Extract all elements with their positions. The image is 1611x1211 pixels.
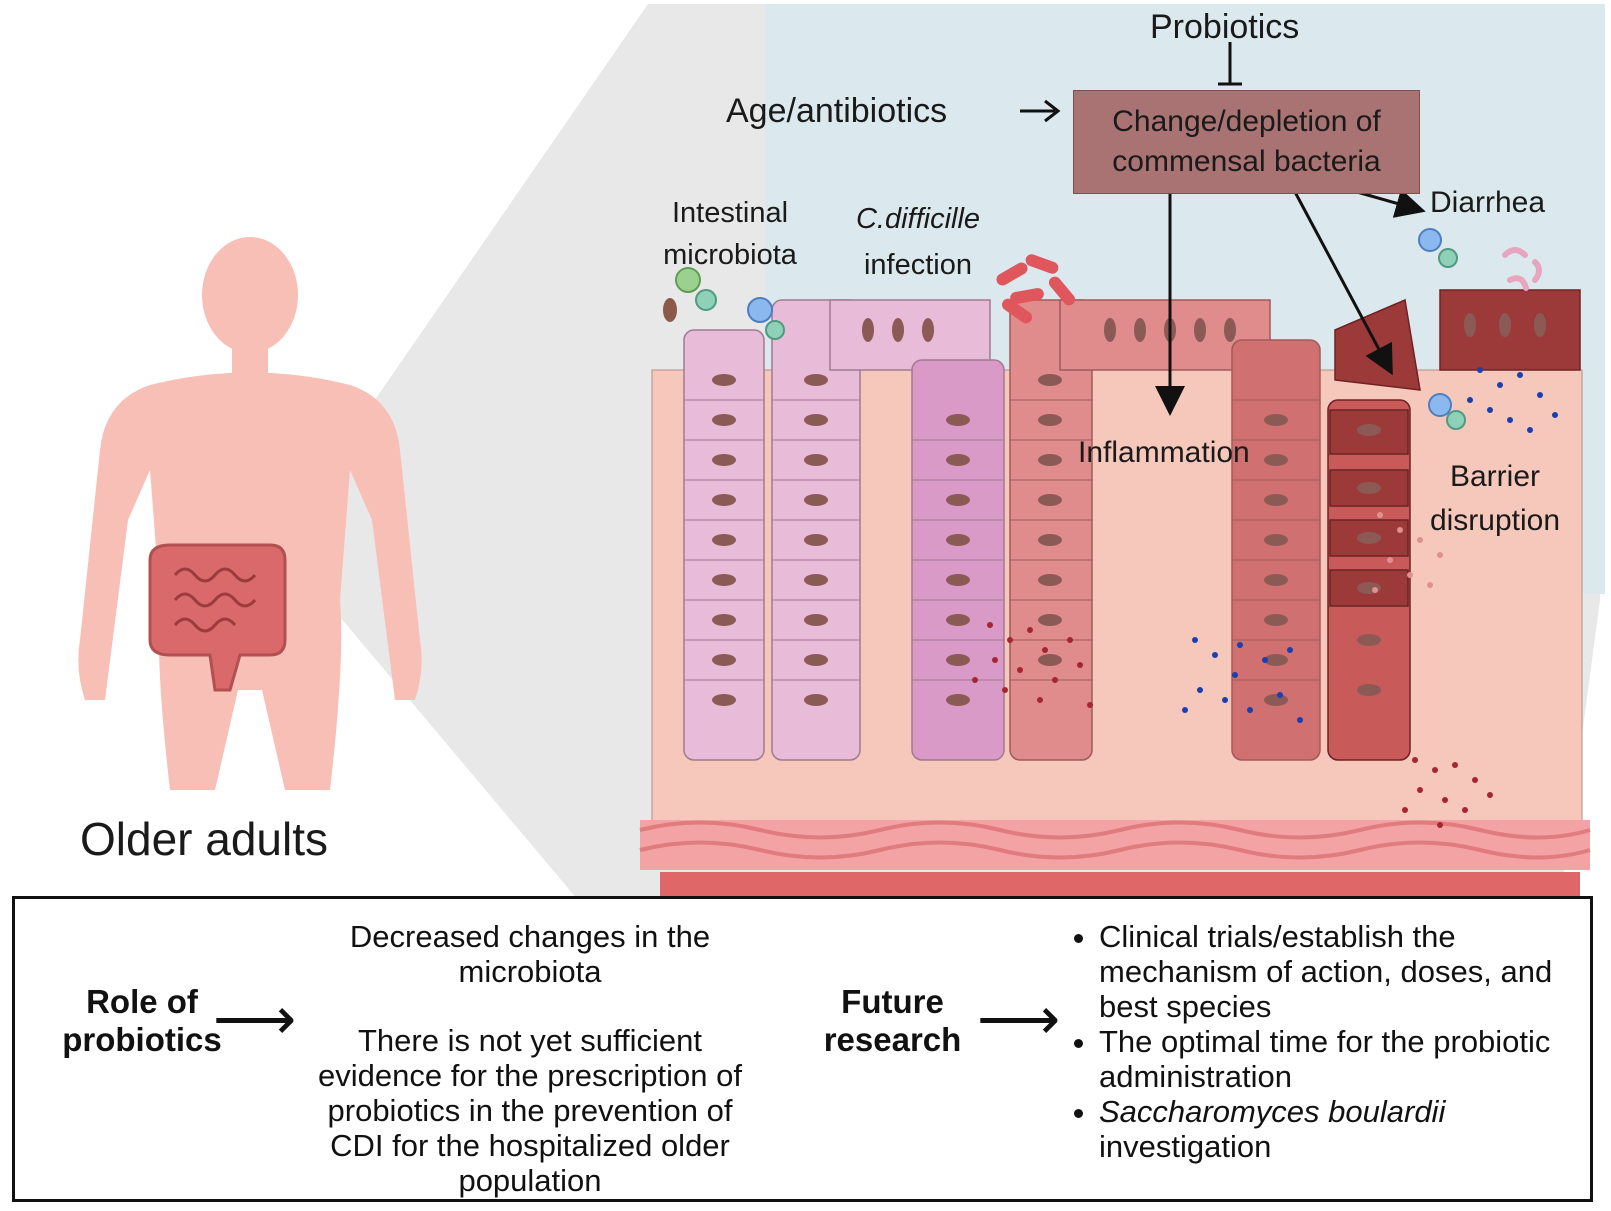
inhibition-arrow-icon bbox=[1218, 42, 1242, 86]
future-arrow-icon: ⟶ bbox=[977, 987, 1061, 1052]
role-points: Decreased changes in the microbiota Ther… bbox=[300, 919, 760, 1198]
future-item-1: Clinical trials/establish the mechanism … bbox=[1099, 919, 1593, 1024]
barrier-line2: disruption bbox=[1429, 503, 1561, 537]
cdifficile-infection-label: C.difficille infection bbox=[838, 196, 998, 289]
cdifficile-line2: infection bbox=[863, 249, 972, 282]
role-of-probiotics-title: Role of probiotics bbox=[47, 983, 237, 1059]
future-research-title: Future research bbox=[805, 983, 980, 1059]
change-box-line1: Change/depletion of bbox=[1112, 104, 1381, 138]
cdifficile-bacteria-icon bbox=[996, 254, 1076, 324]
inflammation-label: Inflammation bbox=[1078, 436, 1250, 469]
cdifficile-line1: C.difficille bbox=[855, 203, 981, 235]
arrow-to-barrier-icon bbox=[1293, 191, 1393, 376]
future-research-list: Clinical trials/establish the mechanism … bbox=[1063, 919, 1593, 1164]
healthy-crypts bbox=[683, 299, 1005, 761]
barrier-disruption-label: Barrier disruption bbox=[1420, 455, 1570, 542]
older-adults-label: Older adults bbox=[80, 813, 329, 865]
intestine-icon bbox=[148, 543, 287, 692]
role-arrow-icon: ⟶ bbox=[213, 987, 297, 1052]
probiotics-label: Probiotics bbox=[1150, 8, 1300, 46]
summary-panel: Role of probiotics ⟶ Decreased changes i… bbox=[12, 896, 1593, 1202]
age-antibiotics-label: Age/antibiotics bbox=[726, 92, 948, 130]
human-figure-icon bbox=[78, 237, 422, 790]
role-title-line2: probiotics bbox=[62, 1021, 222, 1058]
cell-nuclei bbox=[712, 313, 1546, 706]
change-depletion-box: Change/depletion of commensal bacteria bbox=[1073, 90, 1420, 194]
diarrhea-label: Diarrhea bbox=[1430, 186, 1546, 219]
intestinal-microbiota-label: Intestinal microbiota bbox=[655, 192, 805, 276]
future-item-2: The optimal time for the probiotic admin… bbox=[1099, 1024, 1593, 1094]
intestinal-line2: microbiota bbox=[663, 239, 797, 272]
muscle-layer bbox=[639, 820, 1591, 896]
commensal-bacteria-icon bbox=[663, 228, 1466, 430]
role-point-1: Decreased changes in the microbiota bbox=[349, 919, 711, 989]
barrier-line1: Barrier bbox=[1449, 460, 1540, 493]
change-box-line2: commensal bacteria bbox=[1112, 145, 1381, 178]
cytokine-dots bbox=[972, 367, 1558, 828]
infected-crypt bbox=[1009, 299, 1321, 761]
future-title-line1: Future bbox=[841, 983, 944, 1020]
species-investigation: investigation bbox=[1099, 1129, 1272, 1164]
age-arrow-icon bbox=[1020, 99, 1061, 123]
damaged-bacteria-icon bbox=[1502, 247, 1542, 291]
future-title-line2: research bbox=[823, 1021, 962, 1058]
role-title-line1: Role of bbox=[86, 983, 198, 1020]
illustration bbox=[78, 4, 1605, 900]
role-point-2: There is not yet sufficient evidence for… bbox=[318, 1023, 742, 1198]
species-name: Saccharomyces boulardii bbox=[1099, 1094, 1446, 1129]
intestinal-line1: Intestinal bbox=[671, 197, 789, 229]
